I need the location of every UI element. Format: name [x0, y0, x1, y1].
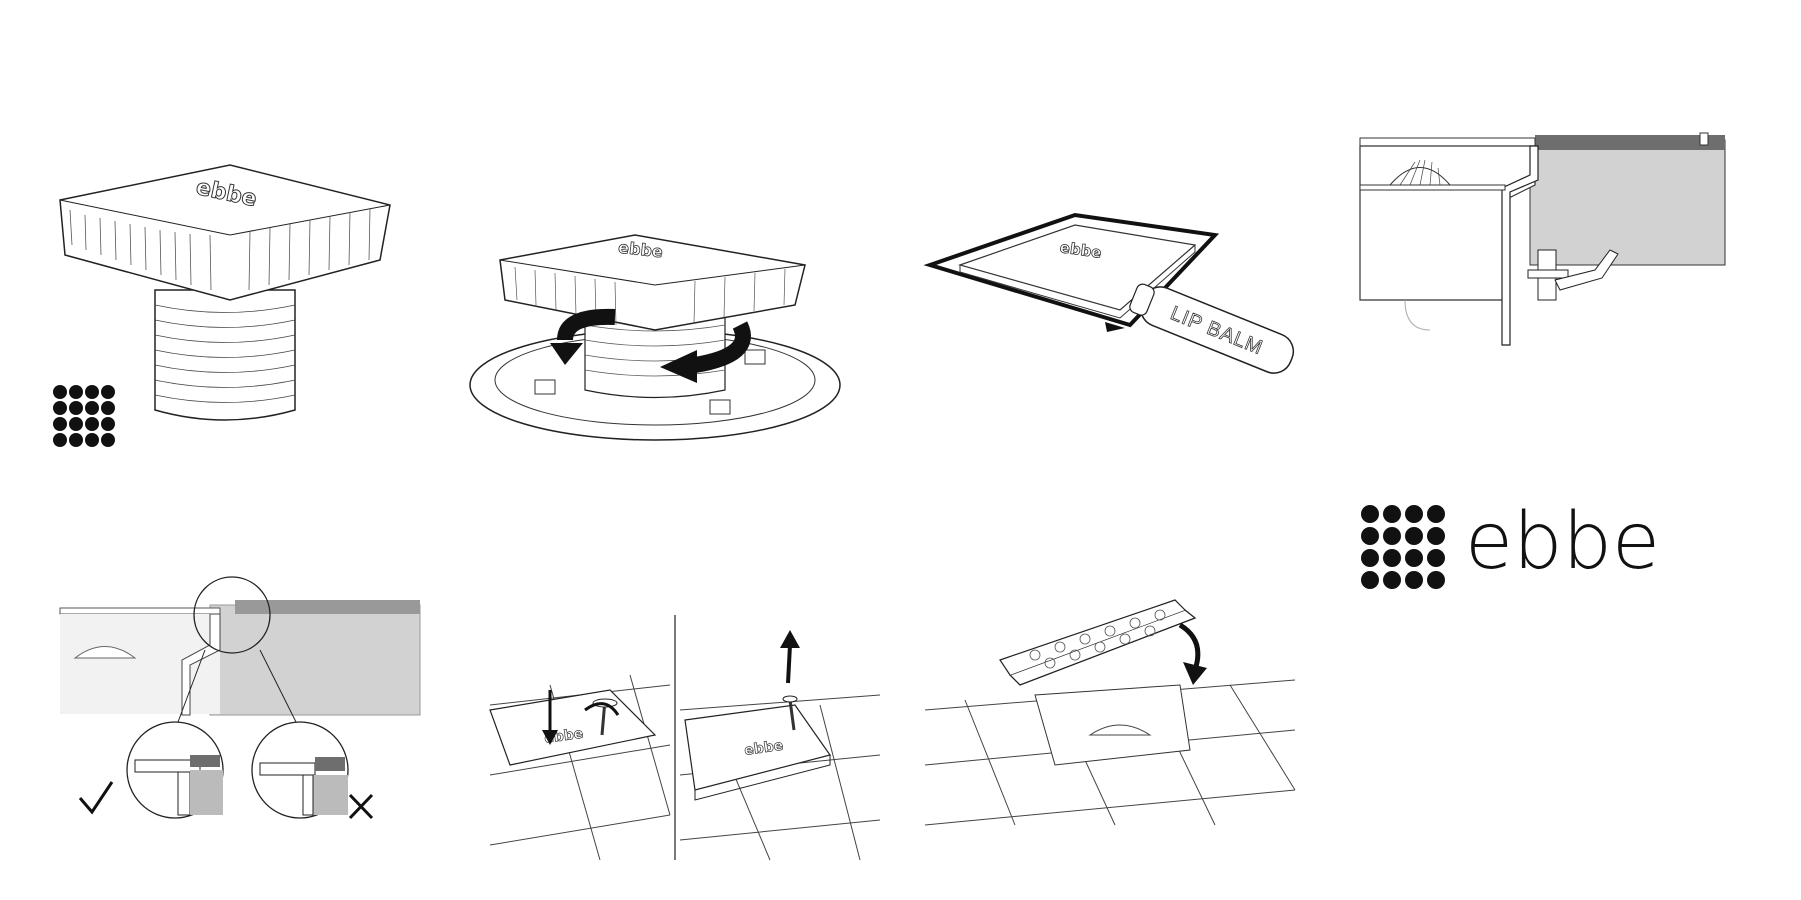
panel-cross-section	[1360, 130, 1730, 355]
panel-screw-removal: ebbe ebbe	[490, 615, 880, 860]
panel-lubricate: ebbe LIP BALM	[925, 210, 1295, 400]
lift-cover-illustration	[925, 600, 1295, 825]
cross-section-illustration	[1360, 130, 1730, 355]
screw-removal-illustration: ebbe ebbe	[490, 615, 880, 860]
lip-balm-tube: LIP BALM	[1126, 278, 1299, 379]
screw-in-illustration: ebbe	[465, 225, 845, 445]
panel-cover-stem: ebbe	[50, 160, 410, 460]
panel-fit-check	[60, 570, 420, 830]
ebbe-logo: ebbe	[1360, 500, 1760, 610]
panel-lift-cover	[925, 600, 1295, 825]
up-arrow-icon	[780, 630, 800, 648]
ebbe-dot-grid-icon	[1361, 505, 1445, 589]
cover-stem-illustration: ebbe	[50, 160, 410, 460]
lubricate-illustration: ebbe LIP BALM	[925, 210, 1295, 400]
lower-arrow-icon	[1183, 662, 1207, 685]
panel-screw-in: ebbe	[465, 225, 845, 445]
cross-mark-icon	[350, 795, 372, 818]
ebbe-wordmark: ebbe	[1465, 497, 1660, 587]
dot-grid-icon	[53, 385, 115, 447]
ebbe-logo-graphic: ebbe	[1360, 500, 1760, 610]
check-mark-icon	[80, 782, 112, 812]
fit-check-illustration	[60, 570, 420, 830]
